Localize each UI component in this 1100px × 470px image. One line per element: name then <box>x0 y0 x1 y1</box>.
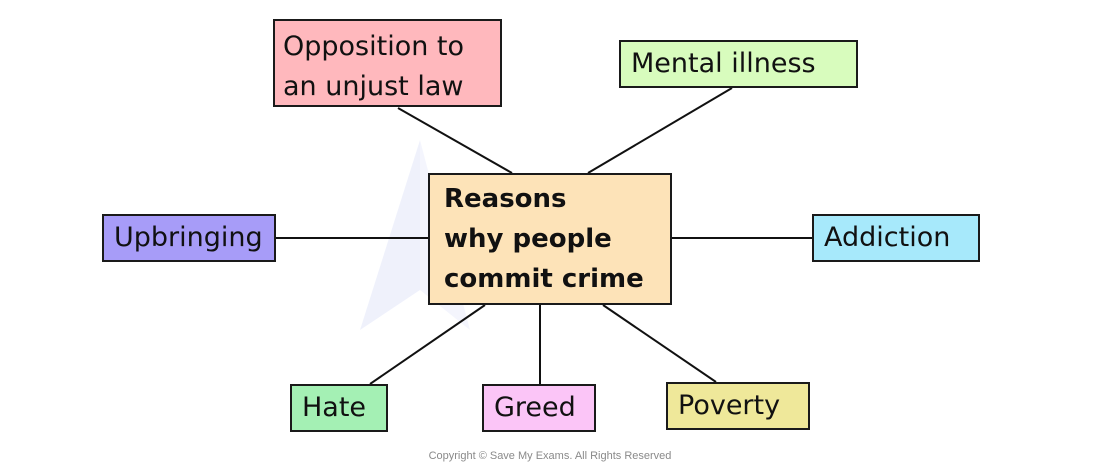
node-greed-label: Greed <box>494 392 576 423</box>
node-mental-illness-label: Mental illness <box>631 48 816 79</box>
node-opposition-line-2: an unjust law <box>283 71 464 102</box>
node-greed: Greed <box>482 384 596 432</box>
node-opposition-to-unjust-law: Opposition to an unjust law <box>273 19 502 107</box>
connector-poverty <box>602 304 717 383</box>
node-hate: Hate <box>290 384 388 432</box>
central-node-line-2: why people <box>444 224 612 254</box>
node-mental-illness: Mental illness <box>619 40 858 88</box>
node-opposition-line-1: Opposition to <box>283 31 465 62</box>
central-node-line-1: Reasons <box>444 184 567 214</box>
node-hate-label: Hate <box>302 392 367 423</box>
node-poverty: Poverty <box>666 382 810 430</box>
node-upbringing-label: Upbringing <box>114 222 263 253</box>
node-addiction: Addiction <box>812 214 980 262</box>
connector-mental-illness <box>587 87 733 174</box>
central-node-line-3: commit crime <box>444 264 644 294</box>
copyright-notice: Copyright © Save My Exams. All Rights Re… <box>428 450 672 462</box>
central-node: Reasons why people commit crime <box>428 173 672 305</box>
node-poverty-label: Poverty <box>678 390 781 421</box>
node-upbringing: Upbringing <box>102 214 276 262</box>
connector-opposition <box>397 107 513 174</box>
connector-hate <box>369 304 486 385</box>
node-addiction-label: Addiction <box>824 222 951 253</box>
